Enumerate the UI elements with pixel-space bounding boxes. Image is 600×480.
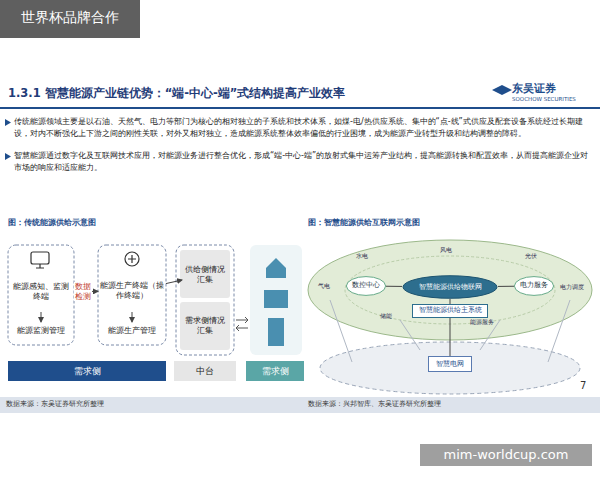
icons [31, 252, 139, 268]
node-text: 智慧能源供给主系统 [419, 307, 482, 315]
text-label: 图：传统能源供给示意图 [8, 218, 288, 228]
node-text: 能源监测管理 [17, 326, 65, 336]
process-box: 能源感知、监测终端 [8, 272, 74, 312]
process-box: 能源生产管理 [100, 322, 164, 340]
slide-title: 1.3.1 智慧能源产业链优势：“端-中心-端”式结构提高产业效率 [8, 86, 488, 101]
text-label: 世界杯品牌合作 [0, 0, 140, 38]
node-text: 电力服务 [520, 282, 548, 290]
process-box: 供给侧情况汇集 [182, 255, 228, 295]
text-label: 电力调度 [560, 284, 590, 291]
node-text: 中台 [196, 366, 214, 377]
text-label: 传统能源领域主要是以石油、天然气、电力等部门为核心的相对独立的子系统和技术体系，… [14, 116, 594, 141]
node-text: 能源感知、监测终端 [10, 282, 72, 301]
node-text: 需求侧 [74, 366, 101, 377]
process-box: 需求侧 [246, 361, 304, 381]
node-text: 数控中心 [352, 282, 380, 290]
buildings [250, 245, 302, 355]
connector [166, 280, 182, 284]
process-box: 智慧能源供给主系统 [412, 304, 488, 318]
source-strip [0, 397, 600, 413]
edge-label: 数据检测 [74, 282, 92, 300]
exchange-arrows [236, 317, 248, 331]
text-label: 气电 [318, 282, 342, 290]
text-label: 风电 [440, 246, 464, 254]
node-text: 能源生产终端（操作终端） [100, 281, 164, 300]
text-label: SOOCHOW SECURITIES [512, 96, 592, 103]
text-label: 数据来源：兴邦智库、东吴证券研究所整理 [308, 400, 588, 409]
text-label: 图：智慧能源供给互联网示意图 [308, 218, 588, 228]
node-text: 智慧能源供给物联网 [419, 283, 482, 291]
text-label: 智慧能源通过数字化及互联网技术应用，对能源业务进行整合优化，形成“端-中心-端”… [14, 150, 594, 175]
connector [450, 318, 451, 356]
left-frames [8, 245, 234, 355]
text-label: 7 [580, 380, 594, 393]
process-box: 需求侧情况汇集 [182, 306, 228, 346]
text-label: 数据来源：东吴证券研究所整理 [6, 400, 286, 409]
ellipse-node: 电力服务 [514, 276, 554, 296]
column-fill [180, 250, 230, 350]
node-text: 需求侧 [262, 366, 289, 377]
node-text: 需求侧情况汇集 [184, 316, 226, 335]
logo-mark [492, 85, 512, 95]
text-label: 光伏 [525, 252, 549, 260]
text-label: 东吴证券 [512, 82, 572, 96]
node-text: 能源生产管理 [108, 326, 156, 336]
connector [386, 286, 402, 287]
text-label: mim-worldcup.com [420, 444, 592, 466]
process-box: 能源生产终端（操作终端） [98, 270, 166, 312]
process-box: 智慧电网 [428, 356, 472, 372]
process-box: 能源监测管理 [10, 322, 72, 340]
connector [132, 312, 133, 322]
connector [498, 286, 514, 287]
title-rule [0, 107, 600, 109]
text-label: 能源服务 [470, 318, 510, 326]
node-text: 智慧电网 [436, 360, 464, 368]
ellipse-node: 智慧能源供给物联网 [402, 275, 498, 299]
bullet-markers [5, 119, 11, 160]
connector [41, 312, 42, 322]
node-text: 供给侧情况汇集 [184, 265, 226, 284]
ellipse-node: 数控中心 [346, 276, 386, 296]
text-label: 水电 [356, 252, 380, 260]
process-box: 中台 [174, 361, 236, 381]
process-box: 需求侧 [8, 361, 166, 381]
text-label: 储能 [380, 312, 404, 320]
network-art [308, 240, 592, 394]
